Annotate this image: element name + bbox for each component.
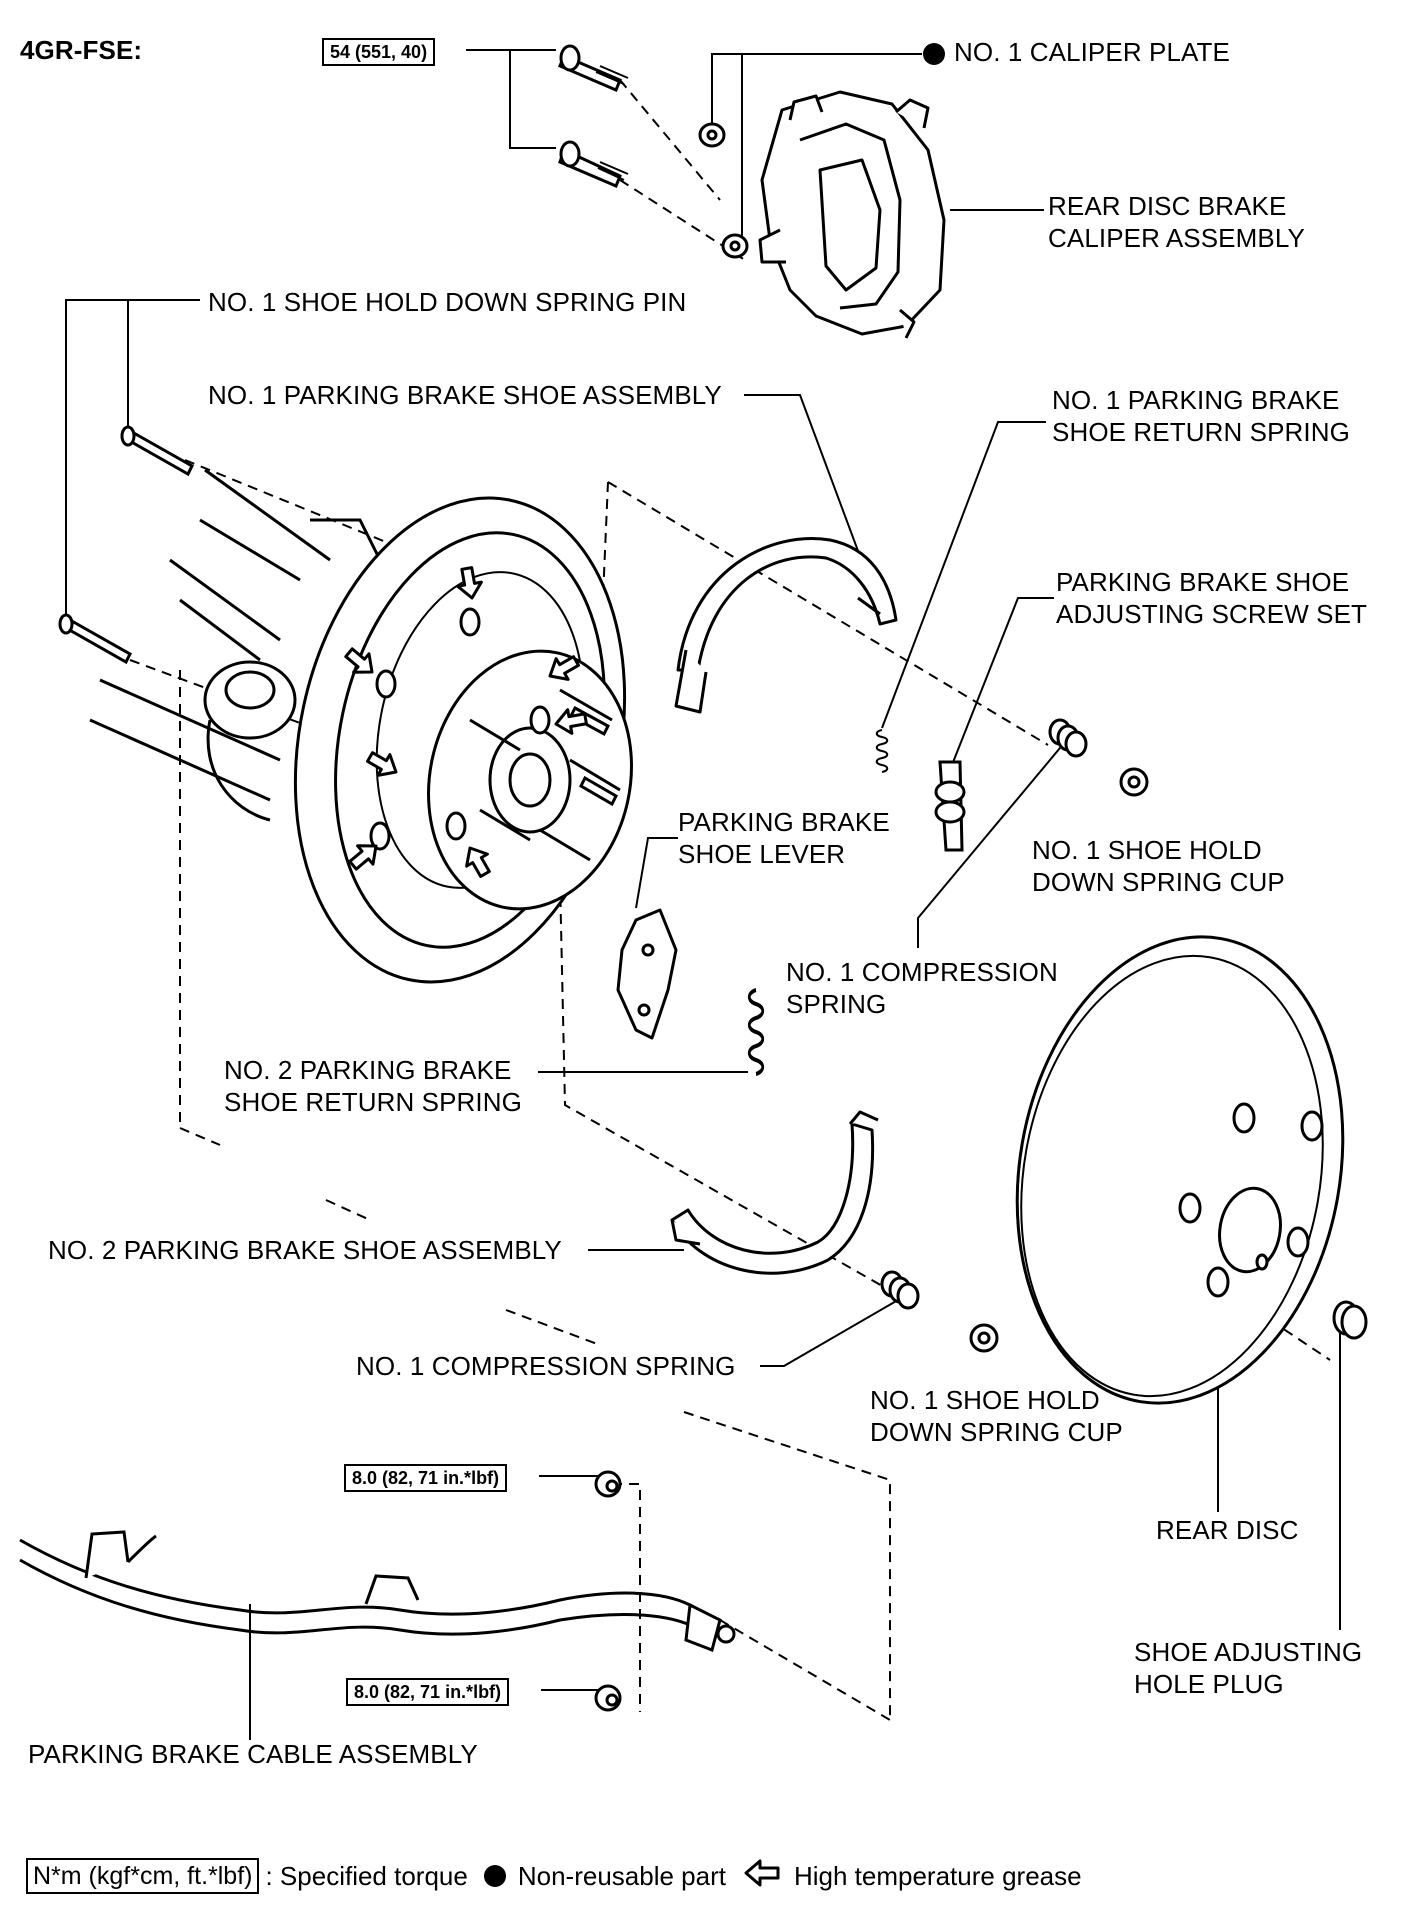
legend-grease-text: High temperature grease bbox=[793, 1860, 1082, 1891]
cable-bolt-bottom bbox=[594, 1684, 622, 1712]
dashed-lines bbox=[129, 79, 1331, 1721]
adjusting-screw-set bbox=[934, 760, 966, 852]
engine-label: 4GR-FSE: bbox=[20, 35, 143, 65]
return-spring-no2 bbox=[749, 990, 763, 1074]
spring-cup-bottom bbox=[969, 1323, 999, 1353]
label-caliper-plate: NO. 1 CALIPER PLATE bbox=[954, 37, 1230, 67]
leader-lines bbox=[65, 49, 1341, 1740]
axle-carrier bbox=[89, 468, 382, 822]
label-spring-cup-bottom: NO. 1 SHOE HOLD DOWN SPRING CUP bbox=[870, 1385, 1123, 1447]
label-caliper-assembly: REAR DISC BRAKE CALIPER ASSEMBLY bbox=[1048, 191, 1305, 253]
label-rear-disc: REAR DISC bbox=[1156, 1515, 1299, 1545]
hold-down-spring-pin-lower bbox=[58, 613, 132, 665]
parking-brake-shoe-no2 bbox=[670, 1110, 879, 1275]
label-hold-down-spring-pin: NO. 1 SHOE HOLD DOWN SPRING PIN bbox=[208, 287, 687, 317]
torque-cable-bolt-top: 8.0 (82, 71 in.*lbf) bbox=[344, 1464, 508, 1492]
label-compression-spring-bottom: NO. 1 COMPRESSION SPRING bbox=[356, 1351, 736, 1381]
legend-nonreusable-text: Non-reusable part bbox=[517, 1860, 726, 1891]
rear-disc-brake-caliper bbox=[758, 90, 946, 339]
label-shoe-assembly-no2: NO. 2 PARKING BRAKE SHOE ASSEMBLY bbox=[48, 1235, 562, 1265]
grease-arrow-icon bbox=[744, 1859, 780, 1894]
label-return-spring-no2: NO. 2 PARKING BRAKE SHOE RETURN SPRING bbox=[224, 1055, 522, 1117]
label-spring-cup-top: NO. 1 SHOE HOLD DOWN SPRING CUP bbox=[1032, 835, 1285, 897]
hold-down-spring-pin-upper bbox=[120, 425, 194, 477]
legend: N*m (kgf*cm, ft.*lbf) : Specified torque… bbox=[26, 1856, 1082, 1896]
label-compression-spring-top: NO. 1 COMPRESSION SPRING bbox=[786, 957, 1058, 1019]
hub-stud-holes bbox=[369, 607, 551, 851]
caliper-plate-washer-upper bbox=[698, 122, 726, 148]
parking-brake-cable bbox=[19, 1530, 736, 1652]
rear-disc-rotor bbox=[1015, 935, 1345, 1405]
parking-brake-shoe-no1 bbox=[674, 537, 898, 714]
caliper-bolt-lower bbox=[558, 140, 629, 188]
legend-torque-text: : Specified torque bbox=[265, 1860, 468, 1891]
compression-spring-bottom bbox=[880, 1270, 920, 1310]
torque-cable-bolt-bottom: 8.0 (82, 71 in.*lbf) bbox=[346, 1678, 510, 1706]
legend-torque-box: N*m (kgf*cm, ft.*lbf) bbox=[26, 1858, 260, 1894]
label-shoe-lever: PARKING BRAKE SHOE LEVER bbox=[678, 807, 890, 869]
spring-cup-top bbox=[1119, 767, 1149, 797]
label-adjusting-screw-set: PARKING BRAKE SHOE ADJUSTING SCREW SET bbox=[1056, 567, 1368, 629]
non-reusable-dot-icon bbox=[483, 1865, 506, 1887]
torque-caliper-bolt: 54 (551, 40) bbox=[322, 38, 436, 66]
label-hole-plug: SHOE ADJUSTING HOLE PLUG bbox=[1134, 1637, 1363, 1699]
non-reusable-dot-caliper-plate bbox=[923, 43, 945, 65]
compression-spring-top bbox=[1048, 718, 1088, 758]
cable-bolt-top bbox=[594, 1470, 622, 1498]
label-shoe-assembly-no1: NO. 1 PARKING BRAKE SHOE ASSEMBLY bbox=[208, 380, 722, 410]
label-return-spring-no1: NO. 1 PARKING BRAKE SHOE RETURN SPRING bbox=[1052, 385, 1350, 447]
caliper-plate-washer-lower bbox=[721, 233, 749, 259]
caliper-bolt-upper bbox=[558, 44, 629, 92]
shoe-adjusting-hole-plug bbox=[1332, 1300, 1368, 1340]
parking-brake-shoe-lever bbox=[616, 908, 678, 1040]
return-spring-no1 bbox=[875, 728, 889, 774]
label-cable-assembly: PARKING BRAKE CABLE ASSEMBLY bbox=[28, 1739, 478, 1769]
